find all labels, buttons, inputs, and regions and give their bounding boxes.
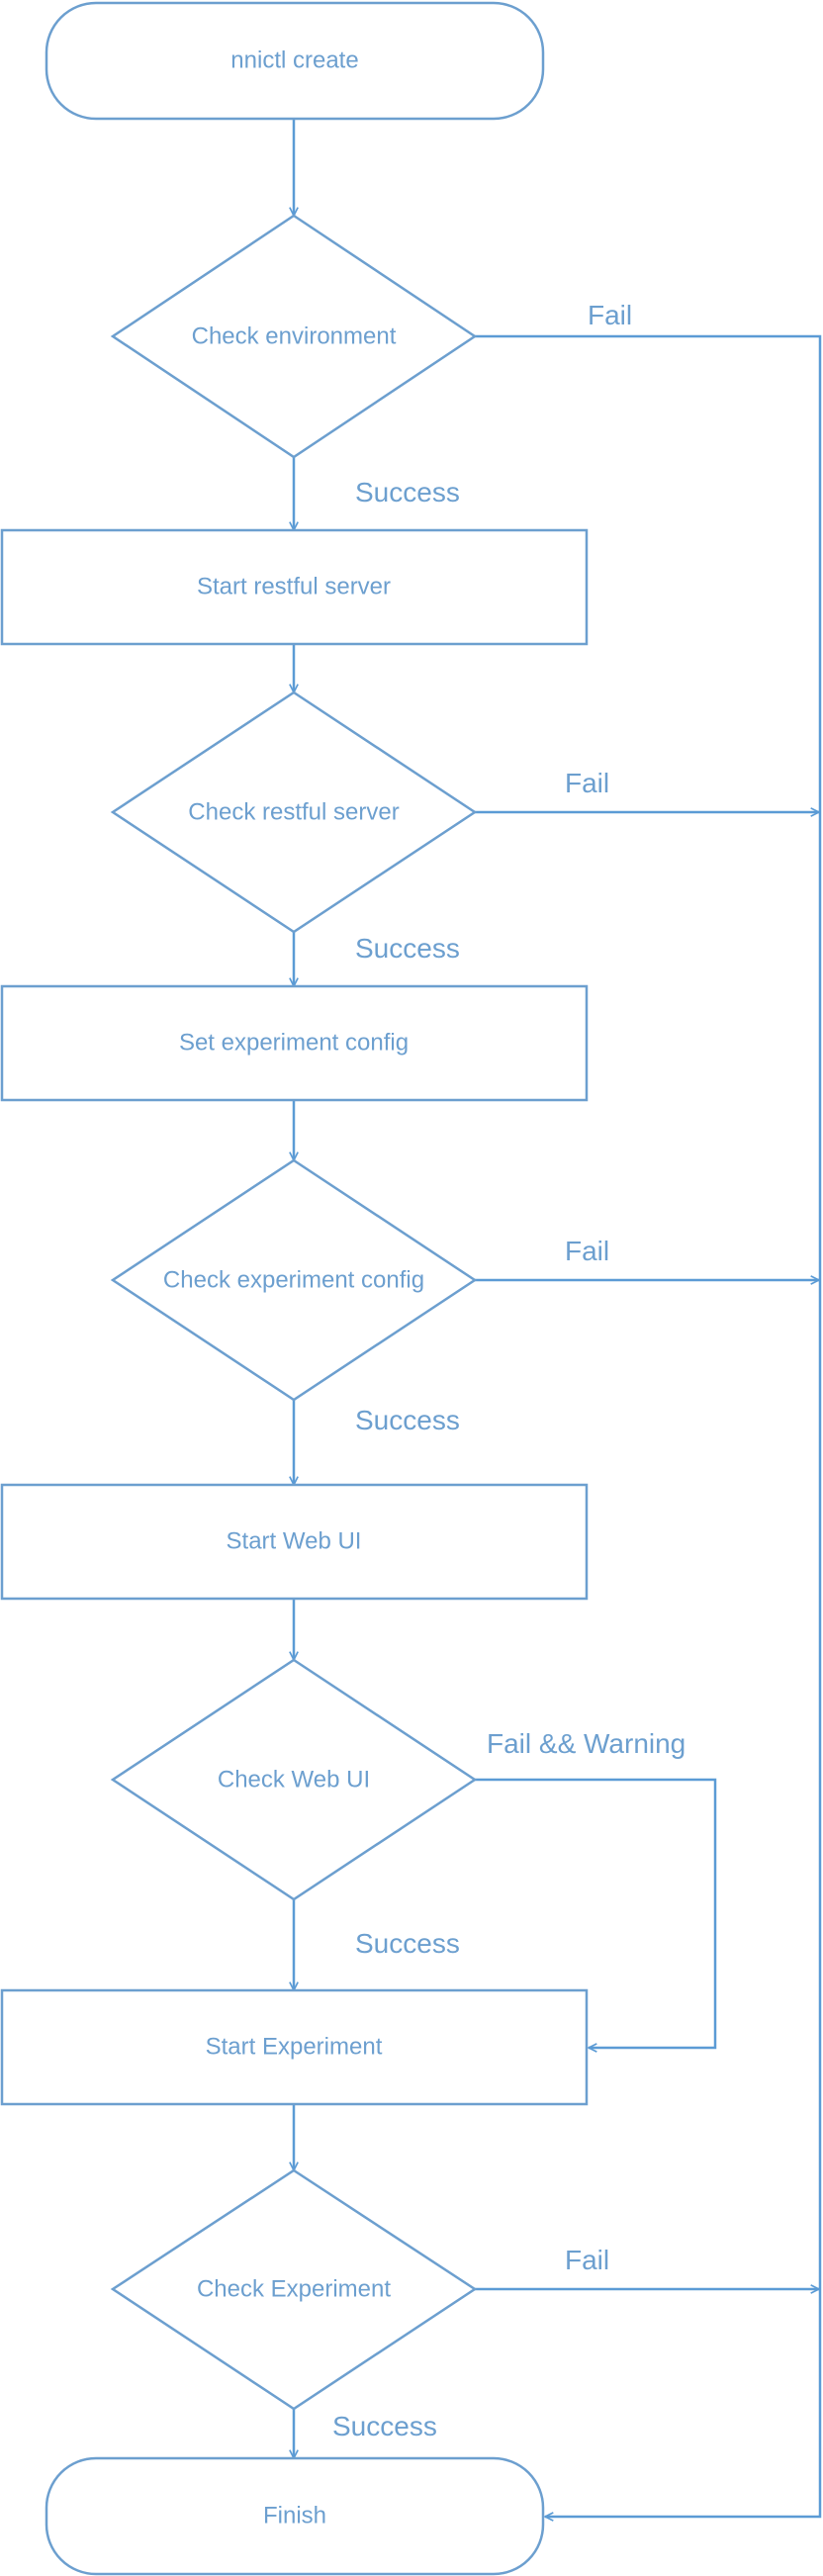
fail-label: Fail <box>588 300 632 330</box>
fail-label: Fail <box>565 768 609 798</box>
process-label: Start restful server <box>197 574 391 600</box>
fail-label: Fail <box>565 2245 609 2275</box>
edge-labels: Success Success Success Success Success … <box>332 300 686 2441</box>
process-label: Start Web UI <box>227 1528 362 1555</box>
decision-check-restful-server: Check restful server <box>110 690 478 934</box>
decision-label: Check experiment config <box>163 1267 424 1294</box>
start-label: nnictl create <box>230 47 358 74</box>
decision-label: Check Experiment <box>197 2276 391 2303</box>
process-start-web-ui: Start Web UI <box>0 1483 589 1601</box>
decision-diamond-shape <box>110 2168 478 2411</box>
success-label: Success <box>355 933 460 964</box>
process-box-shape <box>0 1988 589 2106</box>
process-label: Start Experiment <box>206 2034 383 2061</box>
decision-label: Check environment <box>192 323 397 350</box>
fail-warning-label: Fail && Warning <box>487 1728 686 1759</box>
decision-diamond-shape <box>110 214 478 459</box>
decision-check-environment: Check environment <box>110 214 478 459</box>
fail-edges <box>475 334 822 2517</box>
decision-check-web-ui: Check Web UI <box>110 1658 478 1901</box>
decision-label: Check restful server <box>188 799 399 826</box>
finish-label: Finish <box>263 2503 326 2530</box>
finish-terminal-shape <box>45 2456 545 2576</box>
fail-warning-edge-check-web-ui <box>475 1778 717 2048</box>
decision-diamond-shape <box>110 1658 478 1901</box>
process-set-experiment-config: Set experiment config <box>0 984 589 1102</box>
process-box-shape <box>0 528 589 646</box>
decision-label: Check Web UI <box>218 1767 370 1794</box>
process-start-restful-server: Start restful server <box>0 528 589 646</box>
finish-node: Finish <box>45 2456 545 2576</box>
start-node: nnictl create <box>45 1 545 121</box>
fail-bus-line <box>475 334 822 2517</box>
decision-check-experiment: Check Experiment <box>110 2168 478 2411</box>
process-box-shape <box>0 984 589 1102</box>
success-label: Success <box>355 1405 460 1435</box>
success-label: Success <box>355 477 460 507</box>
fail-label: Fail <box>565 1236 609 1266</box>
success-label: Success <box>332 2411 437 2441</box>
decision-diamond-shape <box>110 690 478 934</box>
process-label: Set experiment config <box>179 1030 409 1057</box>
decision-check-experiment-config: Check experiment config <box>110 1158 478 1402</box>
process-start-experiment: Start Experiment <box>0 1988 589 2106</box>
success-label: Success <box>355 1928 460 1959</box>
decision-diamond-shape <box>110 1158 478 1402</box>
start-terminal-shape <box>45 1 545 121</box>
process-box-shape <box>0 1483 589 1601</box>
